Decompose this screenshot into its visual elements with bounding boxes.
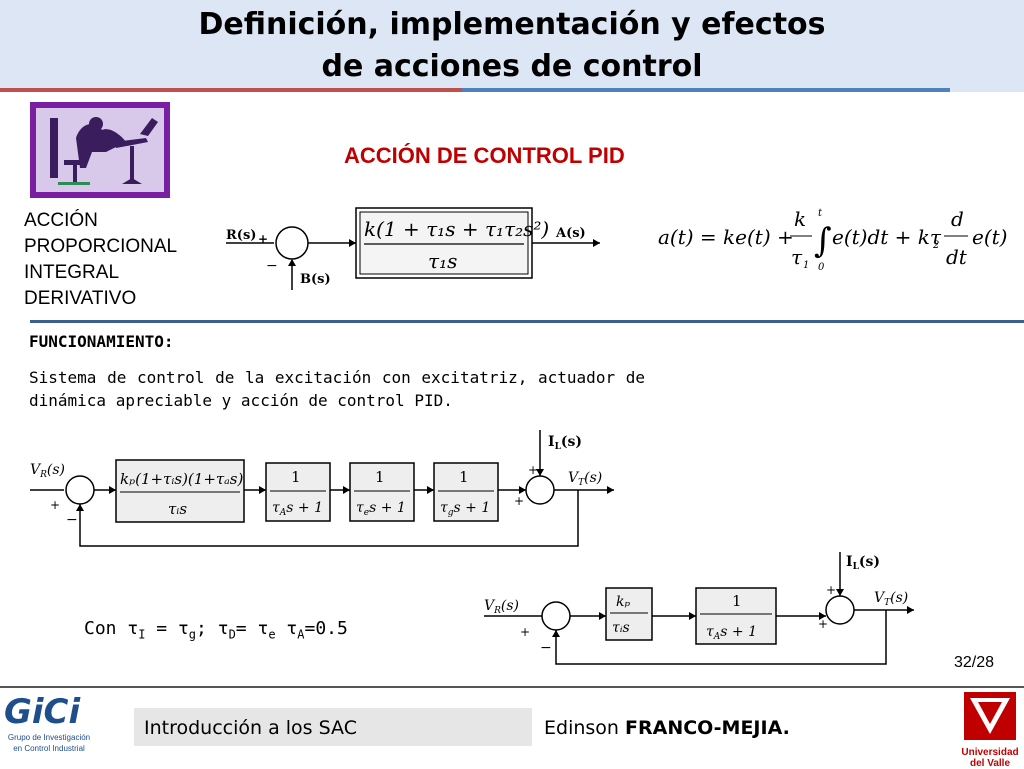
- lumped-actuator-block: [695, 587, 777, 645]
- funcionamiento-text: Sistema de control de la excitación con …: [29, 368, 645, 410]
- formula-frac2-num: d: [951, 207, 964, 231]
- integral-upper: t: [818, 208, 823, 219]
- con-parameters: Con τI = τg; τD= τe τA=0.5: [84, 618, 348, 642]
- formula-frac1-den-sub: 1: [803, 260, 809, 271]
- header-accent-line-blue: [462, 88, 950, 92]
- summing-junction: [275, 226, 309, 260]
- pid-controller-block: [115, 459, 245, 523]
- svg-text:τAs + 1: τAs + 1: [706, 624, 757, 642]
- svg-text:τAs + 1: τAs + 1: [272, 500, 323, 518]
- summing-junction-3: [541, 601, 571, 631]
- svg-text:+: +: [528, 463, 538, 477]
- minus-sign: −: [266, 258, 278, 274]
- gici-logo: GiCi Grupo de Investigación en Control I…: [4, 692, 94, 764]
- pi-controller-block: [605, 587, 653, 641]
- title-line-1: Definición, implementación y efectos: [198, 7, 826, 42]
- svg-text:1: 1: [459, 468, 469, 486]
- footer-divider: [0, 686, 1024, 688]
- pid-ctrl-den: τᵢs: [168, 500, 187, 518]
- integral-lower: 0: [818, 262, 825, 273]
- page-number: 32/28: [954, 654, 995, 671]
- vt-output-label-2: VT(s): [874, 590, 908, 608]
- input-label-rs: R(s): [226, 228, 256, 243]
- course-title-box: Introducción a los SAC: [134, 708, 532, 746]
- pid-section-title: ACCIÓN DE CONTROL PID: [344, 143, 625, 168]
- gici-logo-text: GiCi: [4, 692, 81, 732]
- univalle-shield-icon: [964, 692, 1016, 740]
- formula-frac1-num: k: [794, 207, 806, 231]
- pid-formula: a(t) = ke(t) + k τ 1 ∫ t 0 e(t)dt + kτ 2…: [658, 207, 1007, 273]
- formula-tail: e(t): [972, 225, 1007, 249]
- formula-tau2-sub: 2: [932, 240, 939, 251]
- accion-label: ACCIÓN PROPORCIONAL INTEGRAL DERIVATIVO: [24, 208, 177, 312]
- accion-line: ACCIÓN: [24, 210, 98, 231]
- svg-text:1: 1: [375, 468, 385, 486]
- svg-text:τes + 1: τes + 1: [356, 500, 406, 518]
- svg-text:1: 1: [291, 468, 301, 486]
- il-label-1: IL(s): [548, 434, 582, 452]
- summing-junction-2: [525, 475, 555, 505]
- univalle-logo: Universidad del Valle: [960, 690, 1020, 769]
- il-label-2: IL(s): [846, 554, 880, 572]
- svg-text:kₚ: kₚ: [616, 594, 630, 610]
- svg-text:+: +: [50, 498, 60, 512]
- worker-illustration: [30, 102, 170, 198]
- slide-title: Definición, implementación y efectos de …: [0, 4, 1024, 88]
- svg-text:−: −: [540, 640, 552, 656]
- pid-denominator: τ₁s: [428, 249, 457, 273]
- exciter-block: [349, 462, 415, 522]
- formula-integrand: e(t)dt + kτ: [832, 225, 942, 249]
- svg-text:+: +: [826, 583, 836, 597]
- vr-input-label-2: VR(s): [484, 598, 519, 616]
- svg-text:+: +: [818, 617, 828, 631]
- accion-line: INTEGRAL: [24, 262, 120, 283]
- svg-text:1: 1: [732, 592, 742, 610]
- formula-lhs: a(t) = ke(t) +: [658, 225, 794, 249]
- accion-line: PROPORCIONAL: [24, 236, 178, 257]
- gici-subtitle-2: en Control Industrial: [13, 744, 85, 753]
- summing-junction-4: [825, 595, 855, 625]
- vr-input-label: VR(s): [30, 462, 65, 480]
- pid-ctrl-num: kₚ(1+τᵢs)(1+τₐs): [120, 470, 244, 488]
- header-accent-line-red: [0, 88, 462, 92]
- gici-subtitle-1: Grupo de Investigación: [7, 733, 91, 742]
- actuator-block: [265, 462, 331, 522]
- svg-text:τgs + 1: τgs + 1: [440, 500, 490, 518]
- integral-sign: ∫: [814, 221, 832, 261]
- slide-header: [0, 0, 1024, 92]
- output-label-as: A(s): [555, 226, 586, 241]
- vt-output-label-1: VT(s): [568, 470, 602, 488]
- plus-sign: +: [258, 232, 268, 246]
- svg-text:+: +: [520, 625, 530, 639]
- funcionamiento-title: FUNCIONAMIENTO:: [29, 332, 174, 351]
- formula-frac2-den: dt: [946, 245, 968, 269]
- author-name: Edinson FRANCO-MEJIA.: [544, 717, 790, 739]
- worker-at-desk-icon: [50, 117, 158, 185]
- svg-text:+: +: [514, 494, 524, 508]
- generator-block: [433, 462, 499, 522]
- excitation-block-diagram: VR(s) + − kₚ(1+τᵢs)(1+τₐs) τᵢs 1 τAs + 1…: [30, 430, 614, 547]
- pid-block-diagram: R(s) + − B(s) k(1 + τ₁s + τ₁τ₂s²) τ₁s A(…: [226, 207, 600, 290]
- summing-junction-1: [65, 475, 95, 505]
- formula-frac1-den: τ: [791, 245, 803, 269]
- svg-text:τᵢs: τᵢs: [612, 620, 630, 636]
- feedback-label-bs: B(s): [300, 272, 331, 287]
- accion-line: DERIVATIVO: [24, 288, 137, 309]
- title-line-2: de acciones de control: [321, 49, 703, 84]
- univalle-label-1: Universidad: [961, 747, 1019, 758]
- simplified-block-diagram: VR(s) + − kₚ τᵢs 1 τAs + 1 IL(s) + + VT(…: [484, 552, 914, 665]
- univalle-label-2: del Valle: [969, 758, 1011, 769]
- pid-numerator: k(1 + τ₁s + τ₁τ₂s²): [364, 217, 549, 241]
- svg-text:−: −: [66, 512, 78, 528]
- section-separator: [30, 320, 1024, 323]
